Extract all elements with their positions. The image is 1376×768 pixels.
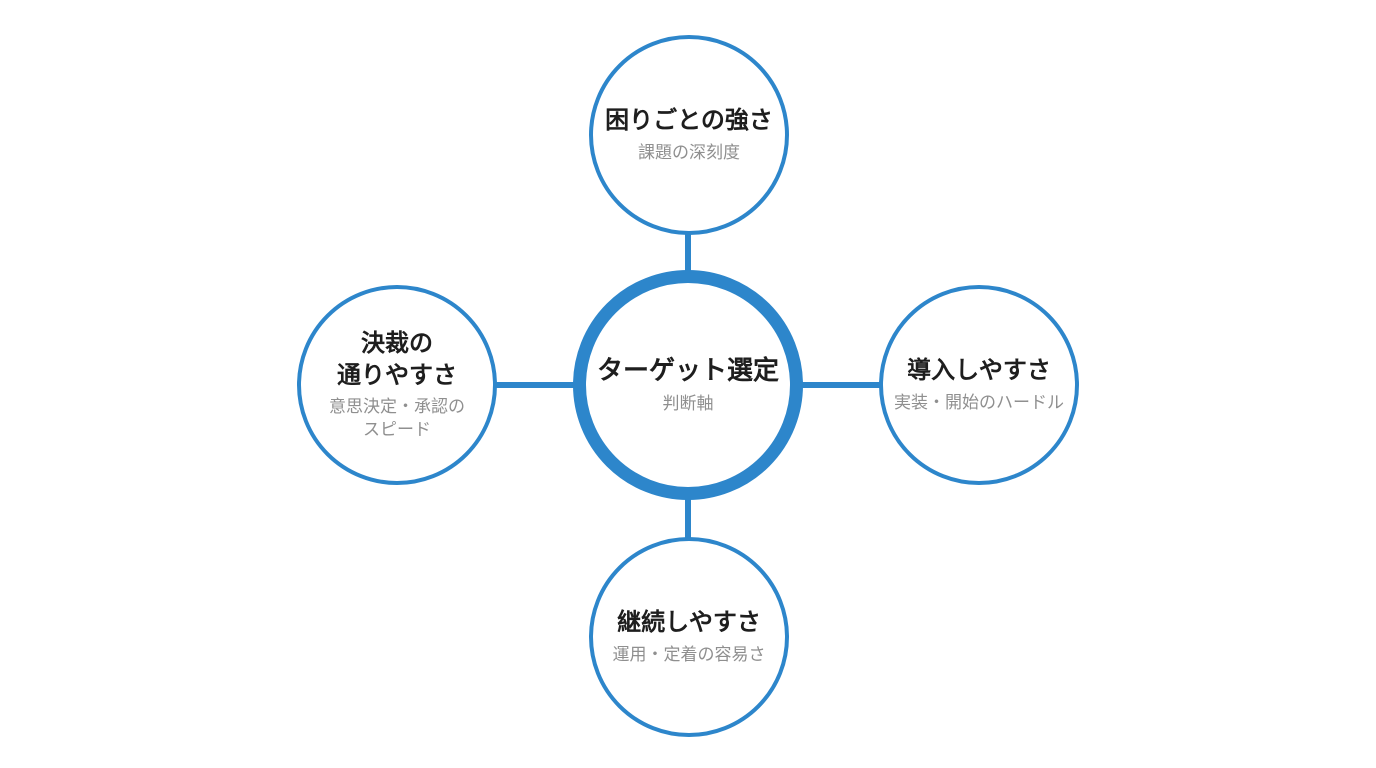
connector-hub-to-top [685,230,691,276]
node-title: 継続しやすさ [617,609,761,637]
hub-subtitle: 判断軸 [662,393,714,413]
hub-title: ターゲット選定 [596,355,779,386]
node-subtitle: 運用・定着の容易さ [612,644,766,664]
connector-hub-to-right [797,382,883,388]
node-approval-ease: 決裁の 通りやすさ 意思決定・承認の スピード [297,285,497,485]
node-title: 決裁の 通りやすさ [337,330,457,389]
connector-hub-to-bottom [685,494,691,542]
node-problem-strength: 困りごとの強さ 課題の深刻度 [589,35,789,235]
node-title: 導入しやすさ [907,357,1051,385]
connector-hub-to-left [493,382,579,388]
node-subtitle: 意思決定・承認の スピード [329,396,465,439]
node-continuation-ease: 継続しやすさ 運用・定着の容易さ [589,537,789,737]
node-adoption-ease: 導入しやすさ 実装・開始のハードル [879,285,1079,485]
node-title: 困りごとの強さ [605,107,773,135]
node-subtitle: 課題の深刻度 [638,142,740,162]
node-hub-target-selection: ターゲット選定 判断軸 [573,270,803,500]
node-subtitle: 実装・開始のハードル [894,392,1064,412]
